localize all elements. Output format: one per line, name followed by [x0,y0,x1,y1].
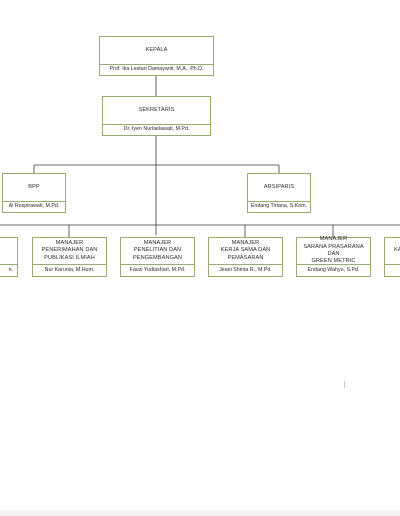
node-manajer-sarana-name: Endang Wahyu, S.Pd. [307,266,360,273]
node-arsiparis: ARSIPARIS Endang Tirtana, S.Kom. [247,173,311,213]
node-manajer-kerjasama-name: Jeani Shinta R., M.Pd. [219,266,272,273]
node-kepala-title: KEPALA [145,46,168,53]
node-right-partial: KA [384,237,400,277]
node-manajer-penerimaan-title-1: MANAJER [55,240,84,247]
node-manajer-kerjasama-title-1: MANAJER [231,240,260,247]
node-bpp: BPP Ai Rospirawati, M.Pd. [2,173,66,213]
node-manajer-penerimaan-title-2: PENERIMAHAN DAN [41,247,98,254]
node-sekretaris: SEKRETARIS Dr. Iyen Nurlaelawati, M.Pd. [102,96,211,136]
node-bpp-title: BPP [28,183,40,190]
node-manajer-kerjasama-title-3: PEMASARAN [227,254,264,261]
node-manajer-penelitian: MANAJER PENELITIAN DAN PENGEMBANGAN Fauz… [120,237,195,277]
node-manajer-sarana-title-2: SARANA PRASARANA DAN [303,243,364,257]
page-bottom-edge [0,510,400,516]
node-manajer-penelitian-name: Fauzi Yudiashari, M.Pd. [129,266,186,273]
node-right-partial-title: KA [394,247,400,254]
node-sekretaris-name: Dr. Iyen Nurlaelawati, M.Pd. [123,126,190,132]
node-kepala: KEPALA Prof. Ika Lestari Damayanti, M.A.… [99,36,214,76]
node-manajer-kerjasama-title-2: KERJA SAMA DAN [220,247,271,254]
node-manajer-penelitian-title-3: PENGEMBANGAN [132,254,183,261]
node-kepala-name: Prof. Ika Lestari Damayanti, M.A., Ph.D. [109,66,204,72]
node-left-partial: n. [0,237,18,277]
node-manajer-sarana-title-3: GREEN METRIC [311,258,356,265]
node-arsiparis-name: Endang Tirtana, S.Kom. [250,203,308,209]
node-manajer-penerimaan: MANAJER PENERIMAHAN DAN PUBLIKASI ILMIAH… [32,237,107,277]
node-manajer-kerjasama: MANAJER KERJA SAMA DAN PEMASARAN Jeani S… [208,237,283,277]
node-bpp-name: Ai Rospirawati, M.Pd. [8,203,60,209]
node-manajer-sarana: MANAJER SARANA PRASARANA DAN GREEN METRI… [296,236,371,277]
text-cursor-mark [344,381,345,388]
node-manajer-sarana-title-1: MANAJER [319,236,348,243]
node-left-partial-name: n. [8,266,13,273]
node-manajer-penelitian-title-1: MANAJER [143,240,172,247]
node-arsiparis-title: ARSIPARIS [263,183,295,190]
node-manajer-penerimaan-name: Nur Karunia, M.Hum. [44,266,95,273]
node-sekretaris-title: SEKRETARIS [138,106,175,113]
node-manajer-penelitian-title-2: PENELITIAN DAN [133,247,182,254]
node-manajer-penerimaan-title-3: PUBLIKASI ILMIAH [44,254,95,261]
